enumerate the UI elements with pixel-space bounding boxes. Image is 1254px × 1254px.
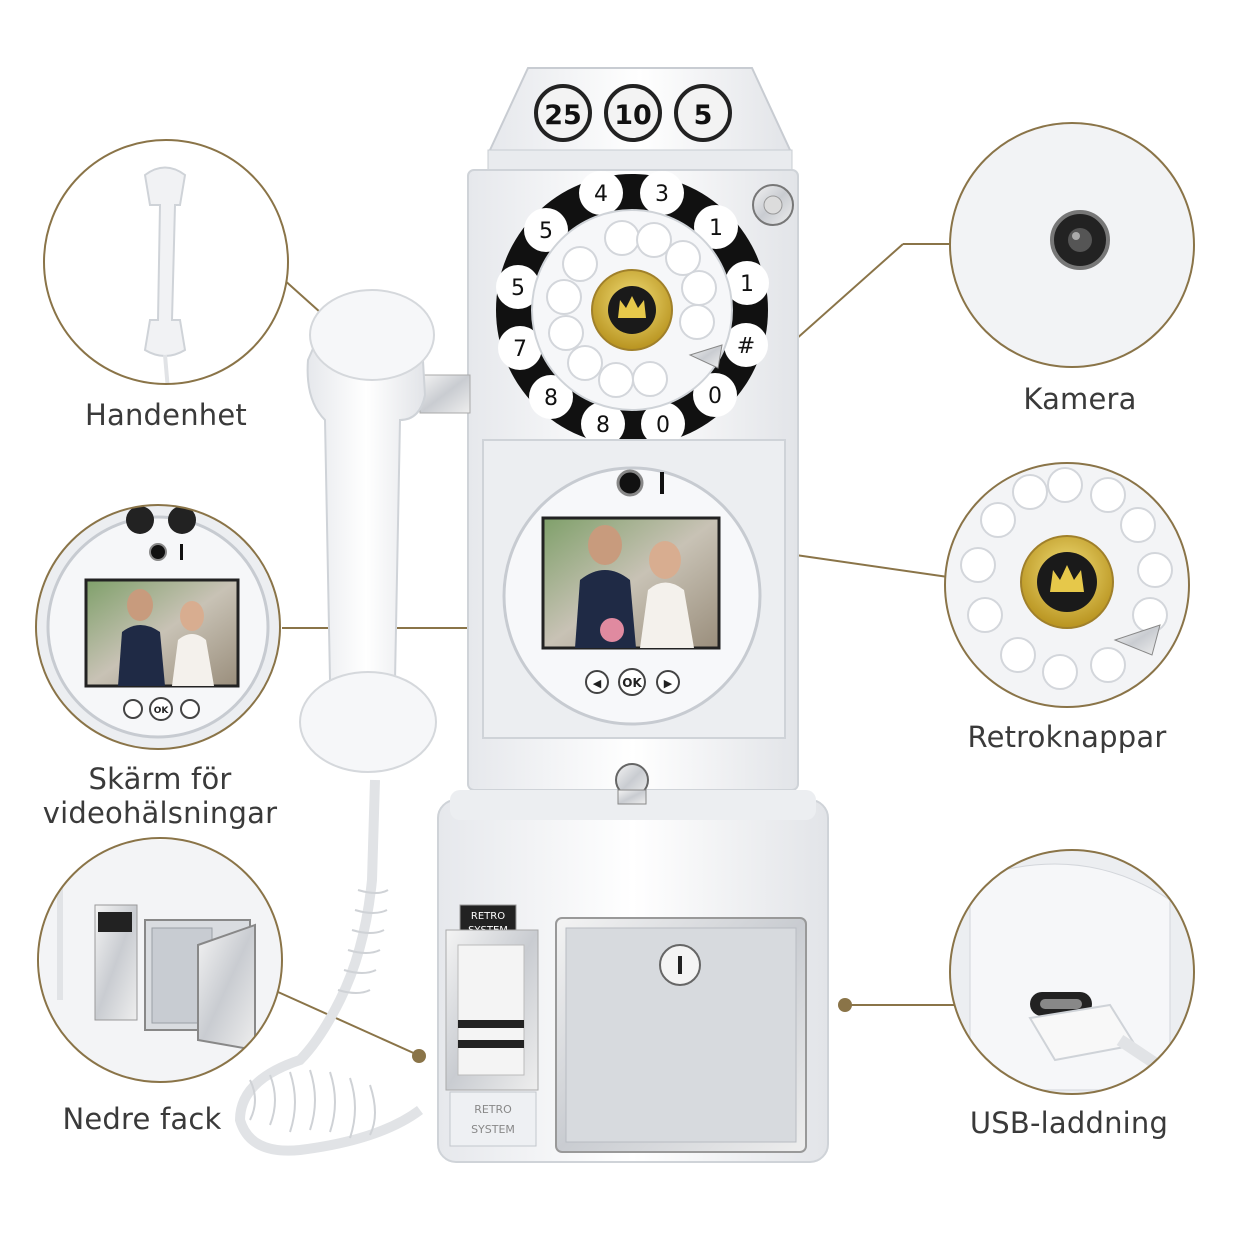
dial-number: 1 [740, 272, 754, 297]
dial-number: 4 [594, 182, 608, 207]
dial-number-holes [496, 171, 769, 446]
ok-button-label: OK [622, 676, 642, 690]
detail-ok-label: OK [154, 706, 170, 716]
dial-number: 5 [511, 276, 525, 301]
prev-button-glyph: ◀ [593, 677, 602, 690]
coiled-cord [234, 779, 423, 1156]
dial-number: # [737, 334, 755, 359]
usb-detail-circle [949, 849, 1195, 1095]
buttons-detail-circle [944, 462, 1190, 708]
camera-lens [616, 469, 644, 497]
dial-number: 0 [708, 384, 722, 409]
hook-button [752, 184, 794, 226]
compartment-detail-circle [37, 837, 283, 1083]
key-lock [615, 763, 649, 805]
dial-number: 3 [655, 182, 669, 207]
label-compartment: Nedre fack [62, 1102, 222, 1136]
retro-system-badge: RETRO SYSTEM RETRO SYSTEM [445, 904, 539, 1147]
payphone: 25 10 5 [234, 67, 829, 1163]
label-camera: Kamera [1023, 382, 1137, 416]
screen-buttons: ◀ OK ▶ [585, 668, 680, 696]
label-handset: Handenhet [85, 398, 247, 432]
screen-detail-circle: OK [35, 504, 281, 750]
dial-number: 5 [539, 219, 553, 244]
handset [299, 289, 437, 773]
label-buttons: Retroknappar [967, 720, 1167, 754]
badge-system-lower: SYSTEM [471, 1123, 515, 1136]
hook-lever [419, 374, 471, 414]
label-usb: USB-laddning [969, 1106, 1169, 1140]
handset-detail-circle [43, 139, 289, 385]
dial-number: 8 [596, 413, 610, 438]
compartment-door [555, 917, 807, 1153]
coin-slots: 25 10 5 [534, 84, 732, 142]
finger-holes [546, 220, 717, 398]
dial-number: 7 [513, 337, 527, 362]
coin-slot-10: 10 [614, 100, 652, 131]
coin-slot-25: 25 [544, 100, 582, 131]
dial-number: 8 [544, 386, 558, 411]
badge-retro-lower: RETRO [474, 1103, 512, 1116]
dial-number: 0 [656, 413, 670, 438]
label-screen-line1: Skärm för [88, 762, 232, 796]
cord-coils [249, 889, 389, 1139]
finger-stop [688, 344, 723, 369]
badge-retro: RETRO [471, 911, 505, 922]
rotary-dial: 4 3 1 1 # 0 0 8 8 7 5 5 [496, 171, 769, 446]
dial-number: 1 [709, 216, 723, 241]
label-screen-line2: videohälsningar [42, 796, 278, 830]
camera-detail-circle [949, 122, 1195, 368]
screen-panel: ◀ OK ▶ [482, 439, 786, 739]
coin-slot-5: 5 [694, 100, 713, 131]
next-button-glyph: ▶ [664, 677, 673, 690]
